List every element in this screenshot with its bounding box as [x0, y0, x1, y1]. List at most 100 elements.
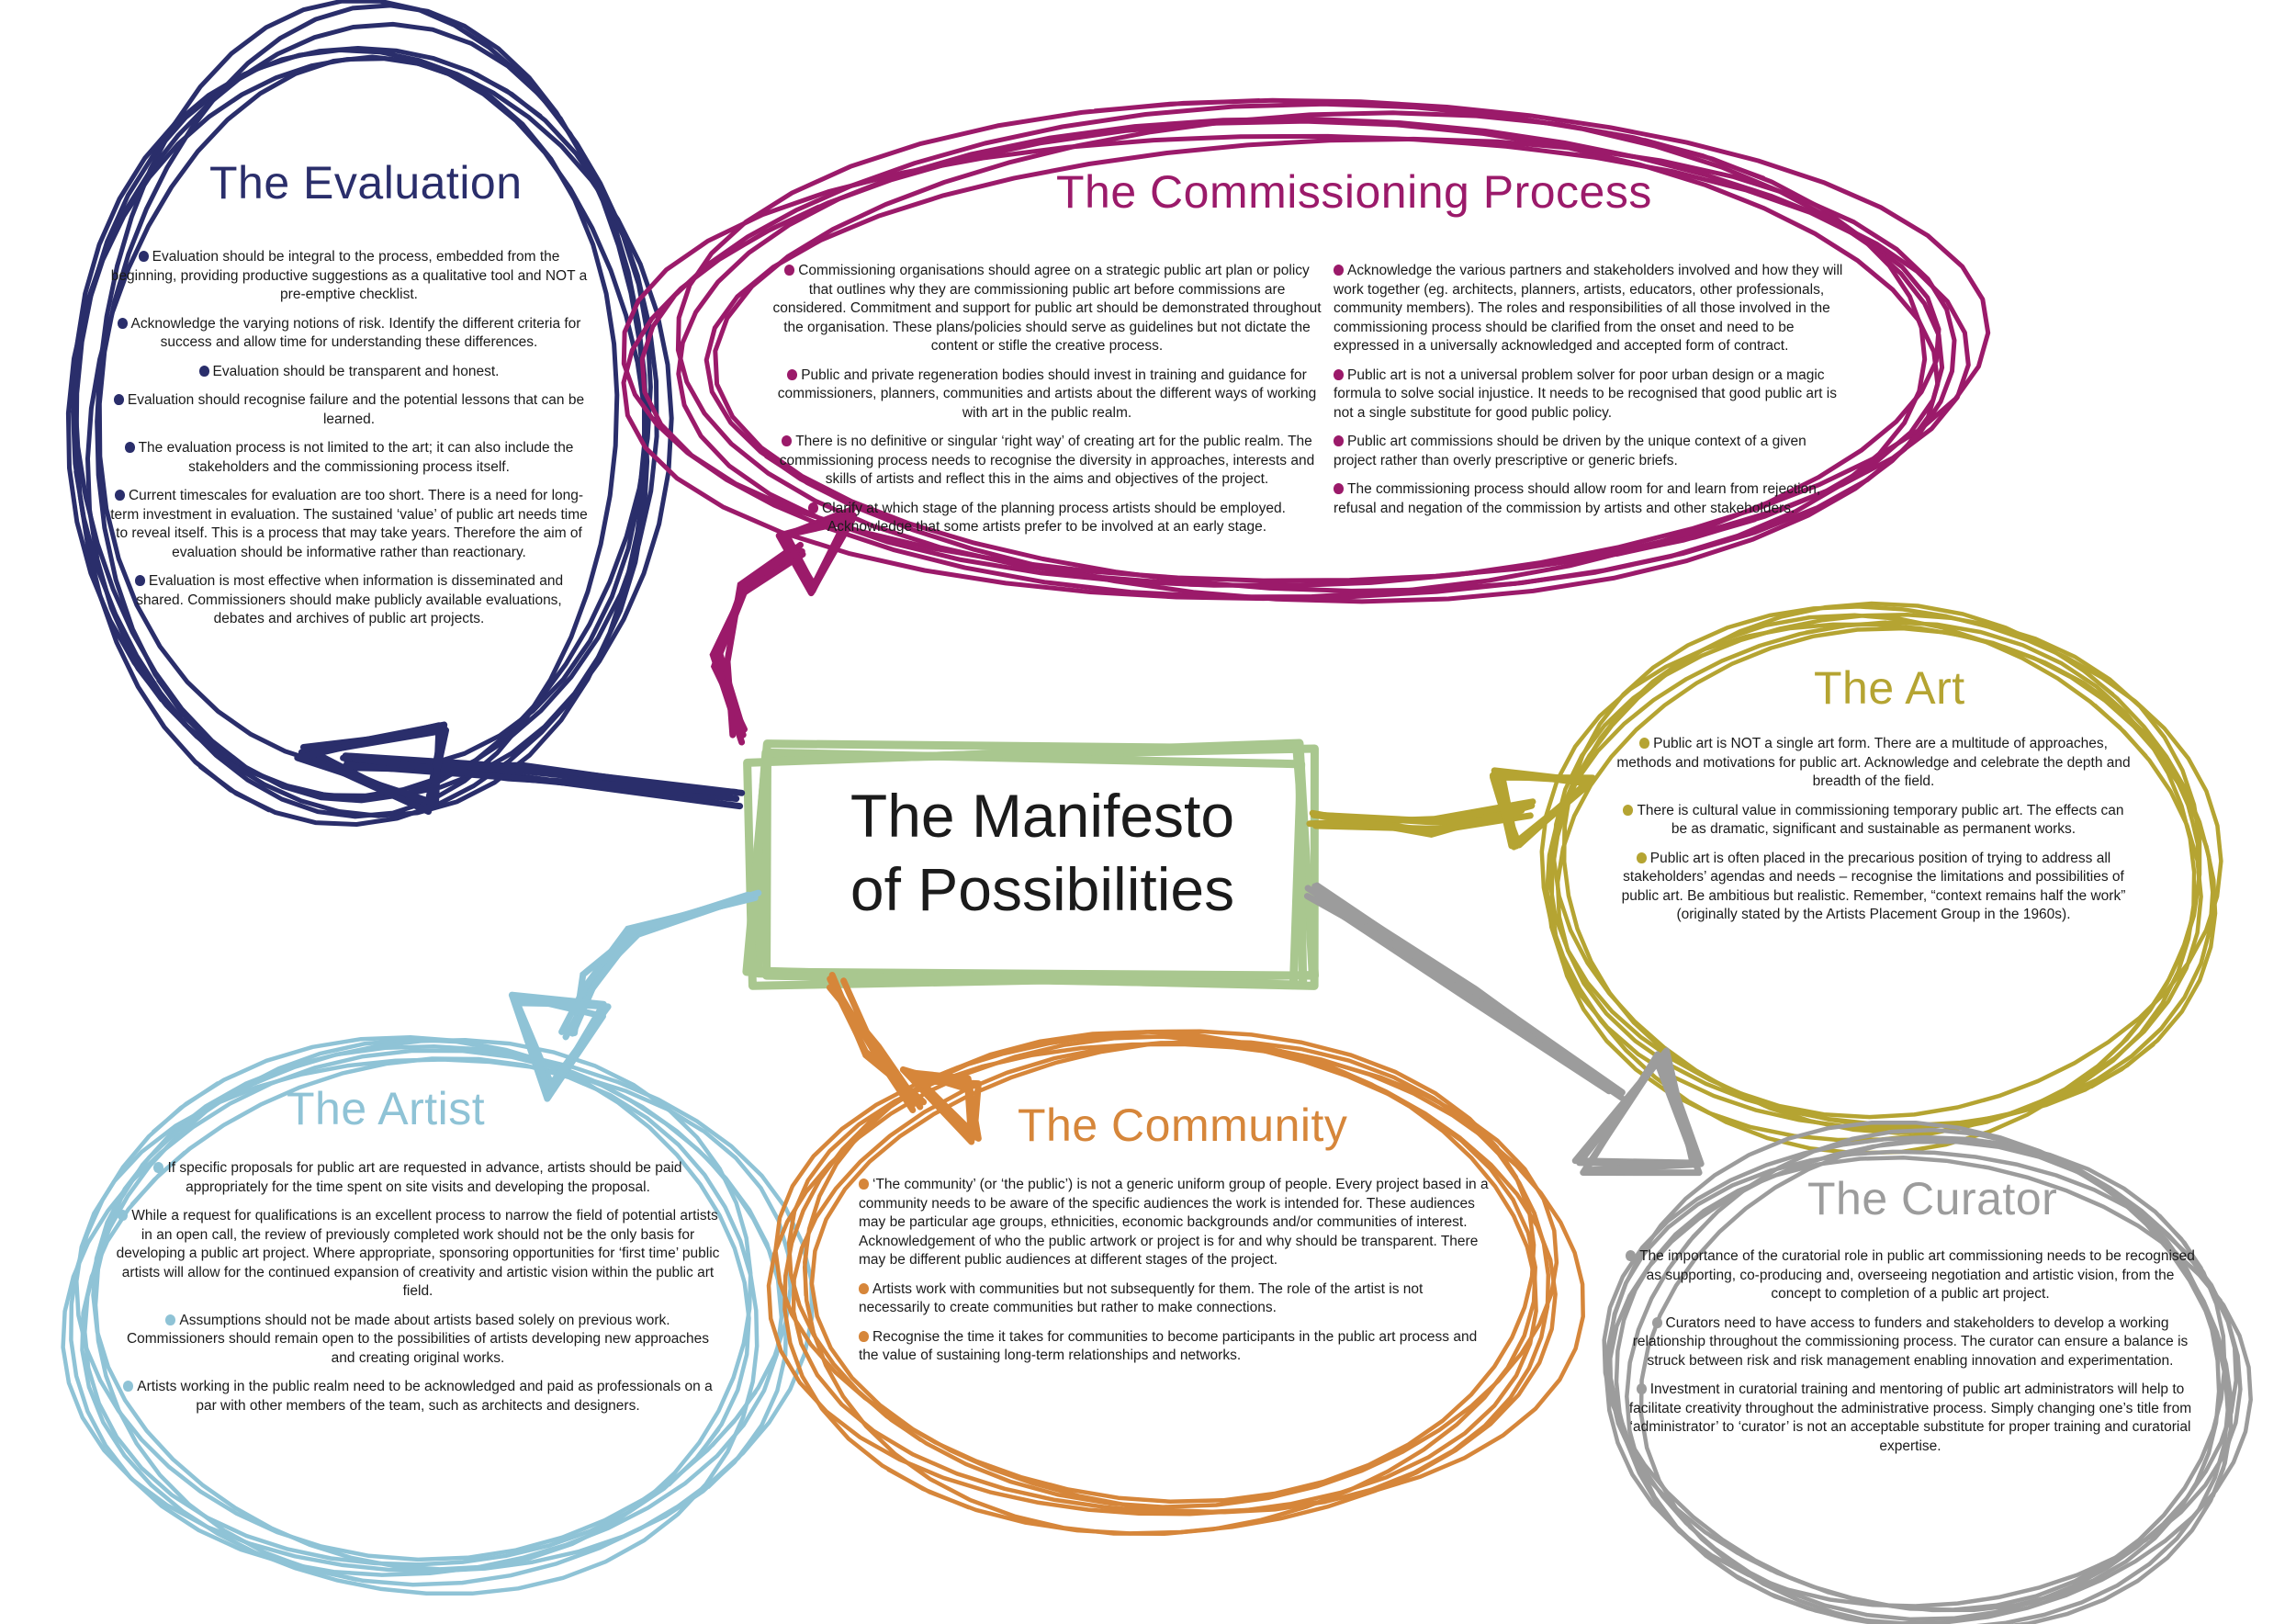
bullet-dot-icon — [118, 1210, 129, 1221]
arrow-to-community-shaft — [840, 977, 916, 1109]
bullet-text: If specific proposals for public art are… — [167, 1160, 682, 1195]
artist-loop-stroke — [61, 1048, 789, 1573]
bullet-dot-icon — [1334, 265, 1344, 276]
bullet-text: Clarify at which stage of the planning p… — [822, 500, 1286, 536]
community-loop-stroke — [773, 1029, 1536, 1505]
evaluation-bullets: Evaluation should be integral to the pro… — [110, 248, 588, 639]
art-bullet: There is cultural value in commissioning… — [1616, 802, 2131, 840]
commissioning-bullet: Public and private regeneration bodies s… — [771, 367, 1322, 423]
bullet-dot-icon — [859, 1179, 869, 1190]
arrow-to-community-shaft — [828, 972, 922, 1101]
bullet-text: Acknowledge the varying notions of risk.… — [130, 315, 581, 351]
bullet-dot-icon — [153, 1162, 164, 1173]
artist-bullets: If specific proposals for public art are… — [115, 1159, 721, 1426]
community-loop-stroke — [809, 1039, 1551, 1515]
artist-loop-stroke — [80, 1056, 760, 1596]
commissioning-loop-stroke — [713, 110, 1928, 593]
bullet-dot-icon — [1334, 368, 1344, 380]
commissioning-loop-stroke — [621, 133, 1941, 600]
curator-bullets: The importance of the curatorial role in… — [1626, 1247, 2195, 1466]
artist-bullet: Artists working in the public realm need… — [115, 1378, 721, 1415]
artist-loop-stroke — [74, 1057, 793, 1562]
bullet-dot-icon — [114, 490, 125, 501]
commissioning-bullets-left: Commissioning organisations should agree… — [771, 262, 1322, 547]
commissioning-bullet: There is no definitive or singular ‘righ… — [771, 433, 1322, 490]
bullet-text: Artists working in the public realm need… — [137, 1379, 713, 1414]
bullet-dot-icon — [113, 394, 124, 405]
commissioning-bullet: Acknowledge the various partners and sta… — [1334, 262, 1848, 356]
art-bullet: Public art is often placed in the precar… — [1616, 850, 2131, 925]
community-loop-stroke — [766, 1033, 1538, 1517]
evaluation-bullet: Evaluation should be integral to the pro… — [110, 248, 588, 305]
art-title: The Art — [1814, 662, 1965, 714]
bullet-text: Public art is NOT a single art form. The… — [1616, 736, 2131, 789]
bullet-dot-icon — [134, 575, 145, 586]
center-frame-stroke — [762, 739, 1308, 989]
art-loop-stroke — [1555, 626, 2218, 1128]
bullet-dot-icon — [1651, 1316, 1662, 1328]
arrow-to-artist-head — [511, 998, 612, 1091]
bullet-dot-icon — [859, 1282, 869, 1294]
bullet-text: Evaluation should be integral to the pro… — [110, 249, 588, 302]
art-loop-stroke — [1548, 620, 2197, 1130]
bullet-text: Evaluation should be transparent and hon… — [212, 363, 500, 379]
curator-bullet: The importance of the curatorial role in… — [1626, 1247, 2195, 1304]
center-title-line-2: of Possibilities — [850, 855, 1235, 923]
bullet-dot-icon — [198, 365, 209, 377]
evaluation-loop-stroke — [65, 21, 649, 818]
evaluation-bullet: Current timescales for evaluation are to… — [110, 487, 588, 562]
bullet-text: There is cultural value in commissioning… — [1637, 802, 2124, 838]
bullet-dot-icon — [1636, 1383, 1647, 1394]
bullet-dot-icon — [859, 1330, 869, 1342]
curator-loop-stroke — [1604, 1120, 2243, 1608]
bullet-text: Recognise the time it takes for communit… — [859, 1328, 1478, 1364]
bullet-text: The evaluation process is not limited to… — [138, 440, 574, 475]
artist-bullet: Assumptions should not be made about art… — [115, 1312, 721, 1369]
bullet-text: Evaluation is most effective when inform… — [136, 573, 564, 626]
bullet-dot-icon — [123, 1381, 134, 1392]
bullet-text: Artists work with communities but not su… — [859, 1280, 1424, 1316]
arrow-to-evaluation-head — [294, 722, 443, 807]
bullet-text: The importance of the curatorial role in… — [1639, 1248, 2195, 1302]
bullet-text: Public art is not a universal problem so… — [1334, 367, 1837, 421]
bullet-text: There is no definitive or singular ‘righ… — [779, 434, 1315, 487]
art-bullet: Public art is NOT a single art form. The… — [1616, 735, 2131, 792]
arrow-to-art-shaft — [1313, 799, 1535, 825]
artist-loop-stroke — [69, 1034, 784, 1577]
bullet-text: Investment in curatorial training and me… — [1628, 1382, 2192, 1454]
bullet-text: While a request for qualifications is an… — [116, 1208, 720, 1299]
arrow-to-art-head — [1498, 769, 1593, 850]
bullet-dot-icon — [124, 442, 135, 453]
bullet-dot-icon — [165, 1314, 176, 1325]
evaluation-bullet: Evaluation should be transparent and hon… — [110, 363, 588, 382]
arrow-to-art-shaft — [1312, 809, 1521, 833]
bullet-dot-icon — [1334, 435, 1344, 446]
arrow-to-commissioning-head — [780, 513, 851, 589]
artist-title: The Artist — [287, 1083, 486, 1134]
evaluation-loop-stroke — [96, 3, 647, 773]
commissioning-title: The Commissioning Process — [1056, 166, 1652, 218]
bullet-text: Public art commissions should be driven … — [1334, 434, 1806, 468]
center-title-line-1: The Manifesto — [850, 782, 1235, 850]
community-bullet: Artists work with communities but not su… — [859, 1280, 1492, 1318]
bullet-dot-icon — [138, 251, 149, 262]
commissioning-loop-stroke — [621, 118, 1941, 602]
bullet-dot-icon — [1636, 851, 1647, 863]
arrow-to-curator-shaft — [1303, 893, 1626, 1096]
community-bullets: ‘The community’ (or ‘the public’) is not… — [859, 1176, 1492, 1376]
community-bullet: Recognise the time it takes for communit… — [859, 1328, 1492, 1366]
artist-loop-stroke — [91, 1037, 753, 1572]
curator-bullet: Curators need to have access to funders … — [1626, 1314, 2195, 1371]
bullet-dot-icon — [782, 435, 793, 446]
commissioning-bullet: Commissioning organisations should agree… — [771, 262, 1322, 356]
curator-loop-stroke — [1638, 1137, 2234, 1624]
evaluation-title: The Evaluation — [209, 157, 523, 209]
commissioning-bullet: Public art commissions should be driven … — [1334, 433, 1848, 470]
evaluation-bullet: Evaluation is most effective when inform… — [110, 572, 588, 629]
bullet-text: Assumptions should not be made about art… — [126, 1312, 710, 1366]
evaluation-loop-stroke — [71, 56, 620, 819]
arrow-to-evaluation-shaft — [351, 755, 739, 795]
artist-bullet: While a request for qualifications is an… — [115, 1207, 721, 1302]
bullet-text: ‘The community’ (or ‘the public’) is not… — [859, 1177, 1489, 1268]
